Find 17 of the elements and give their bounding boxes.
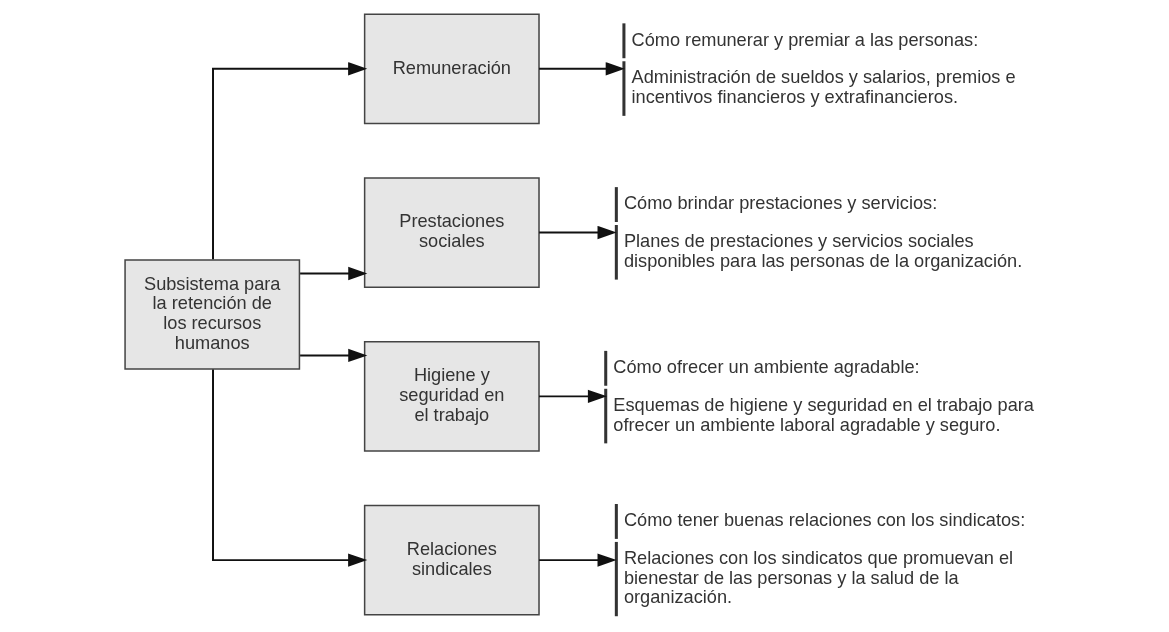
arrow <box>538 553 617 567</box>
arrow <box>538 389 608 404</box>
node-box: Higiene y seguridad en el trabajo <box>363 341 540 452</box>
node-box: Subsistema para la retención de los recursos humanos <box>124 259 301 370</box>
arrow <box>212 368 368 567</box>
arrow <box>299 266 368 281</box>
node-box: Prestaciones sociales <box>363 177 540 288</box>
node-text: Cómo ofrecer un ambiente agradable: Esquemas de higiene y seguridad en el trabajo para ofrecer un ambiente laboral agradable y seguro. <box>613 357 1034 435</box>
arrow <box>538 225 617 240</box>
node-text: Cómo brindar prestaciones y servicios: Planes de prestaciones y servicios sociales disponibles para las personas de la organización. <box>623 193 1023 271</box>
arrow <box>212 62 368 261</box>
arrow <box>538 62 625 76</box>
node-box: Relaciones sindicales <box>363 504 540 616</box>
node-box: Remuneración <box>363 13 540 125</box>
node-text: Cómo remunerar y premiar a las personas: Administración de sueldos y salarios, premios e incentivos financieros y extrafinancieros. <box>631 29 1016 108</box>
node-text: Cómo tener buenas relaciones con los sindicatos: Relaciones con los sindicatos que promuevan el bienestar de las personas y la salud de la organización. <box>623 510 1026 608</box>
arrow <box>299 348 368 363</box>
